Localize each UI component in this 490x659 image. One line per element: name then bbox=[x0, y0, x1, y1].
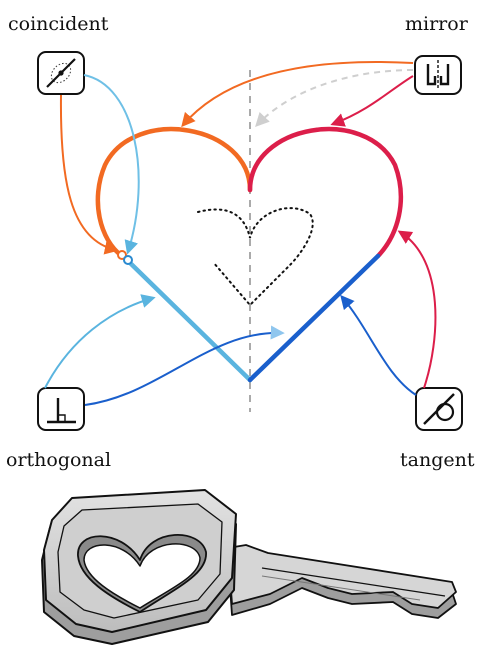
mirror-arrow-red bbox=[330, 75, 414, 127]
coincident-point-inner bbox=[123, 255, 133, 265]
coincident-label: coincident bbox=[8, 13, 109, 35]
left-line bbox=[122, 255, 253, 383]
mirror-arrow-orange bbox=[181, 60, 414, 128]
right-line bbox=[247, 253, 381, 383]
orthogonal-arrow-dark bbox=[84, 325, 285, 406]
orthogonal-icon[interactable] bbox=[37, 387, 85, 431]
tangent-arrow-red bbox=[397, 230, 437, 389]
mirror-arrow-grey bbox=[255, 69, 414, 128]
tangent-arrow-blue bbox=[340, 294, 417, 396]
tangent-label: tangent bbox=[400, 449, 475, 471]
orthogonal-arrow-light bbox=[44, 294, 156, 389]
right-arc bbox=[247, 127, 404, 259]
mirror-label: mirror bbox=[405, 13, 469, 35]
coincident-icon[interactable] bbox=[37, 51, 85, 95]
dotted-heart-outline bbox=[197, 207, 314, 307]
key-3d-model bbox=[41, 489, 457, 645]
coincident-arrow-blue bbox=[83, 74, 140, 255]
coincident-arrow-orange bbox=[59, 94, 119, 255]
orthogonal-label: orthogonal bbox=[6, 449, 111, 471]
tangent-icon[interactable] bbox=[415, 387, 463, 431]
mirror-icon[interactable] bbox=[414, 55, 462, 95]
left-arc bbox=[95, 127, 253, 259]
